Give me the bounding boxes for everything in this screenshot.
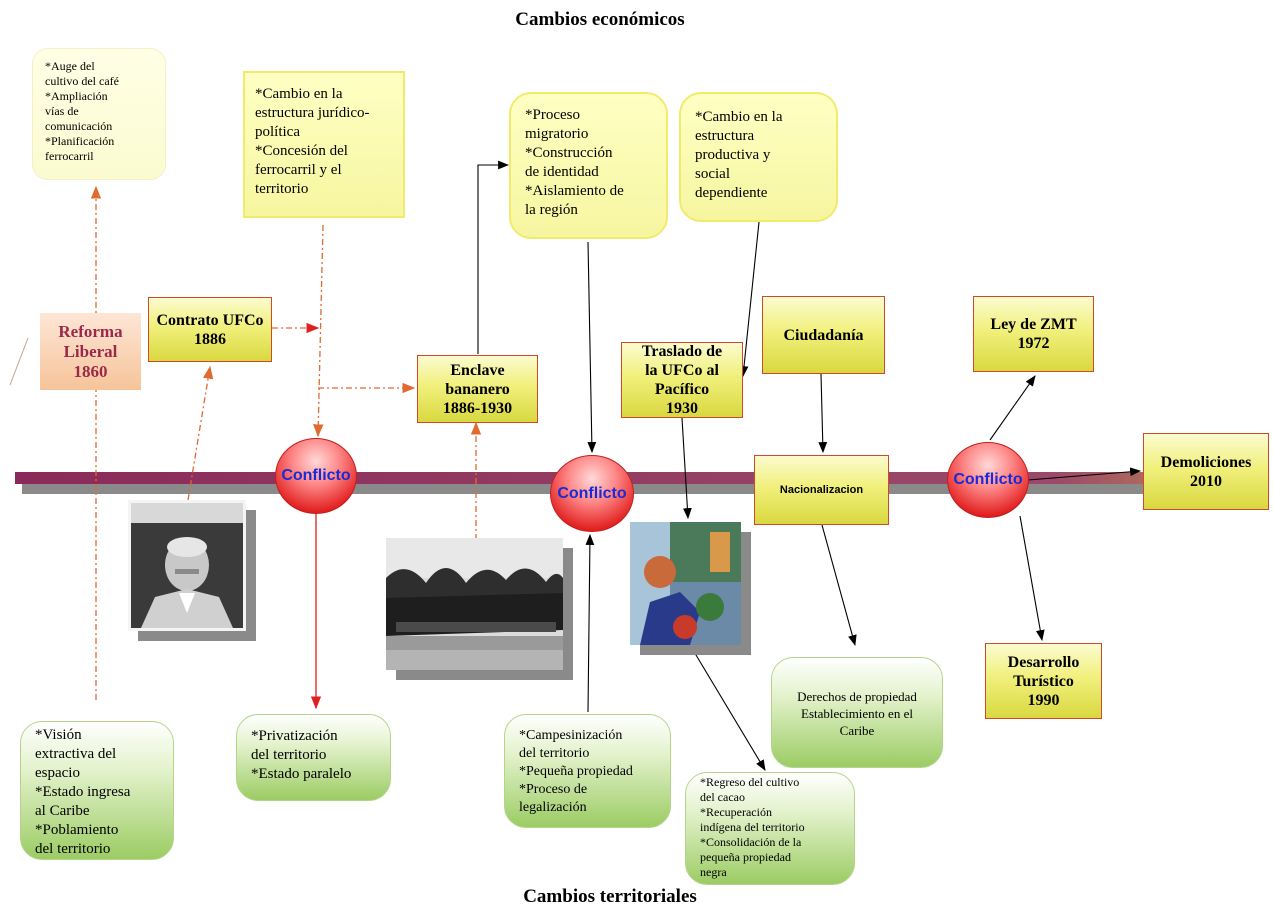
painting-photo [630, 522, 741, 645]
event-enclave-bananero: Enclave bananero 1886-1930 [417, 355, 538, 423]
heading-economic: Cambios económicos [515, 9, 685, 30]
conflict-node-2: Conflicto [550, 455, 634, 532]
event-traslado-pacifico: Traslado de la UFCo al Pacífico 1930 [621, 342, 743, 418]
box-derechos-propiedad: Derechos de propiedad Establecimiento en… [771, 657, 943, 768]
box-juridico: *Cambio en la estructura jurídico- polít… [243, 71, 405, 218]
box-cacao: *Regreso del cultivo del cacao *Recupera… [685, 772, 855, 885]
portrait-photo [128, 500, 246, 631]
event-nacionalizacion: Nacionalizacion [754, 455, 889, 525]
conflict-node-1: Conflicto [275, 438, 357, 514]
box-productiva: *Cambio en la estructura productiva y so… [679, 92, 838, 222]
event-demoliciones: Demoliciones 2010 [1143, 433, 1269, 510]
conflict-node-3: Conflicto [947, 442, 1029, 518]
event-reforma-liberal: Reforma Liberal 1860 [40, 313, 141, 390]
event-ciudadania: Ciudadanía [762, 296, 885, 374]
event-desarrollo-turistico: Desarrollo Turístico 1990 [985, 643, 1102, 719]
event-ley-zmt: Ley de ZMT 1972 [973, 296, 1094, 372]
plantation-photo [386, 538, 563, 670]
box-vision-extractiva: *Visión extractiva del espacio *Estado i… [20, 721, 174, 860]
box-privatizacion: *Privatización del territorio *Estado pa… [236, 714, 391, 801]
event-contrato-ufco: Contrato UFCo 1886 [148, 297, 272, 362]
box-cafe-economy: *Auge del cultivo del café *Ampliación v… [32, 48, 166, 180]
box-campesinizacion: *Campesinización del territorio *Pequeña… [504, 714, 671, 828]
heading-territorial: Cambios territoriales [523, 886, 697, 907]
box-migratorio: *Proceso migratorio *Construcción de ide… [509, 92, 668, 239]
timeline-axis [15, 462, 1265, 498]
